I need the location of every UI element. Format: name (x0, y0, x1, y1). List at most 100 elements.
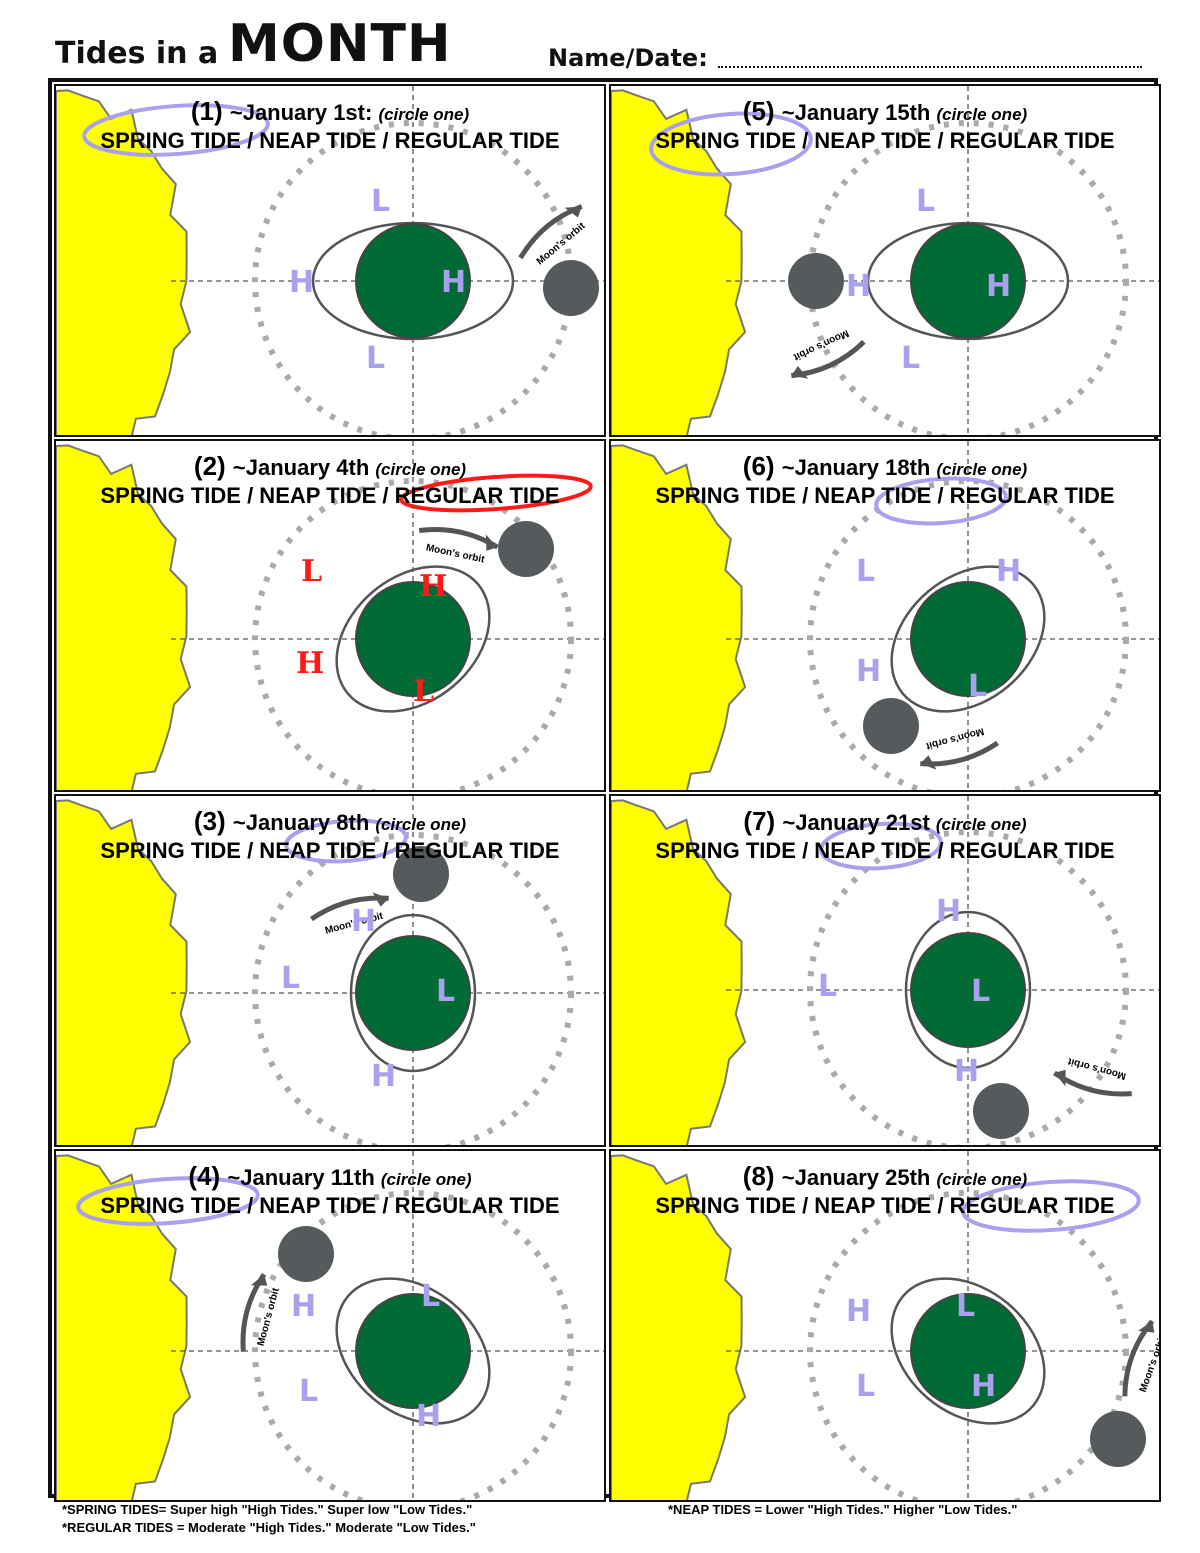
panel-date: ~January 4th (232, 455, 376, 480)
name-date-field[interactable] (718, 66, 1142, 68)
panel-number: (5) (742, 96, 782, 126)
answer-circle-mark (82, 103, 270, 157)
moon-orbit-label: Moon's orbit (425, 542, 486, 565)
moon-orbit-arrow: Moon's orbit (240, 1273, 282, 1352)
footer-neap-note: *NEAP TIDES = Lower "High Tides." Higher… (668, 1502, 1018, 1517)
circle-one-hint: (circle one) (936, 460, 1028, 479)
panel-title: (1) ~January 1st: (circle one) (56, 96, 604, 127)
moon (498, 521, 554, 577)
high-tide-mark: H (856, 654, 881, 689)
panel-date: ~January 25th (781, 1165, 937, 1190)
tide-options[interactable]: SPRING TIDE / NEAP TIDE / REGULAR TIDE (100, 1193, 560, 1218)
high-tide-mark: H (296, 646, 324, 681)
moon-orbit-label: Moon's orbit (1138, 1334, 1161, 1394)
high-tide-mark: H (419, 569, 447, 604)
moon-orbit-arrow: Moon's orbit (920, 725, 999, 770)
circle-one-hint: (circle one) (375, 815, 467, 834)
low-tide-mark: L (421, 1279, 440, 1314)
low-tide-mark: L (916, 184, 935, 219)
tidal-bulge (335, 565, 491, 713)
tide-options[interactable]: SPRING TIDE / NEAP TIDE / REGULAR TIDE (655, 1193, 1115, 1218)
tidal-bulge (904, 910, 1032, 1070)
high-tide-mark: H (441, 265, 466, 300)
tide-options[interactable]: SPRING TIDE / NEAP TIDE / REGULAR TIDE (100, 128, 560, 153)
low-tide-mark: L (371, 184, 390, 219)
panel-number: (7) (743, 806, 783, 836)
low-tide-mark: L (301, 554, 322, 589)
moon-orbit-arrow: Moon's orbit (1053, 1055, 1132, 1097)
footer-spring-note: *SPRING TIDES= Super high "High Tides." … (62, 1502, 473, 1517)
panel-title: (8) ~January 25th (circle one) (611, 1161, 1159, 1192)
earth (910, 581, 1026, 697)
answer-circle-mark (399, 473, 593, 513)
moon-orbit-path (807, 1190, 1129, 1500)
orbit-arrow-head (250, 1274, 268, 1286)
answer-circle-mark (819, 821, 943, 871)
low-tide-mark: L (299, 1374, 318, 1409)
low-tide-mark: L (818, 969, 837, 1004)
orbit-arrow-head (1054, 1069, 1066, 1087)
answer-circle-mark (76, 1176, 260, 1226)
earth (355, 1293, 471, 1409)
sun (611, 444, 747, 790)
earth (355, 935, 471, 1051)
orbit-arrow-head (1138, 1321, 1155, 1333)
panel-date: ~January 8th (232, 810, 376, 835)
tide-options[interactable]: SPRING TIDE / NEAP TIDE / REGULAR TIDE (655, 838, 1115, 863)
low-tide-mark: L (956, 1289, 975, 1324)
low-tide-mark: L (281, 961, 300, 996)
panel-date: ~January 1st: (229, 100, 379, 125)
circle-one-hint: (circle one) (378, 105, 470, 124)
high-tide-mark: H (954, 1054, 979, 1089)
panel-title: (6) ~January 18th (circle one) (611, 451, 1159, 482)
panel-number: (1) (190, 96, 230, 126)
high-tide-mark: H (986, 269, 1011, 304)
title-prefix: Tides in a (55, 36, 219, 71)
moon (973, 1083, 1029, 1139)
orbit-arrow-head (920, 755, 937, 770)
high-tide-mark: H (846, 269, 871, 304)
tide-options[interactable]: SPRING TIDE / NEAP TIDE / REGULAR TIDE (100, 483, 560, 508)
moon (278, 1226, 334, 1282)
low-tide-mark: L (971, 974, 990, 1009)
tide-options[interactable]: SPRING TIDE / NEAP TIDE / REGULAR TIDE (655, 128, 1115, 153)
orbit-arrow-head (791, 365, 809, 379)
tide-options[interactable]: SPRING TIDE / NEAP TIDE / REGULAR TIDE (655, 483, 1115, 508)
high-tide-mark: H (291, 1289, 316, 1324)
footer-regular-note: *REGULAR TIDES = Moderate "High Tides." … (62, 1520, 476, 1535)
tide-options[interactable]: SPRING TIDE / NEAP TIDE / REGULAR TIDE (100, 838, 560, 863)
sun (611, 799, 747, 1145)
panel-title: (3) ~January 8th (circle one) (56, 806, 604, 837)
earth (355, 223, 471, 339)
moon-orbit-label: Moon's orbit (924, 725, 985, 751)
sun (56, 799, 192, 1145)
moon (863, 698, 919, 754)
moon-orbit-arrow: Moon's orbit (418, 526, 499, 566)
moon (543, 260, 599, 316)
circle-one-hint: (circle one) (936, 1170, 1028, 1189)
tidal-bulge (890, 565, 1046, 713)
low-tide-mark: L (968, 669, 987, 704)
moon (788, 253, 844, 309)
panel-title: (2) ~January 4th (circle one) (56, 451, 604, 482)
earth (910, 1293, 1026, 1409)
low-tide-mark: L (856, 554, 875, 589)
moon (393, 846, 449, 902)
answer-circle-mark (284, 818, 408, 864)
panel-date: ~January 15th (781, 100, 937, 125)
high-tide-mark: H (351, 904, 376, 939)
earth (910, 223, 1026, 339)
